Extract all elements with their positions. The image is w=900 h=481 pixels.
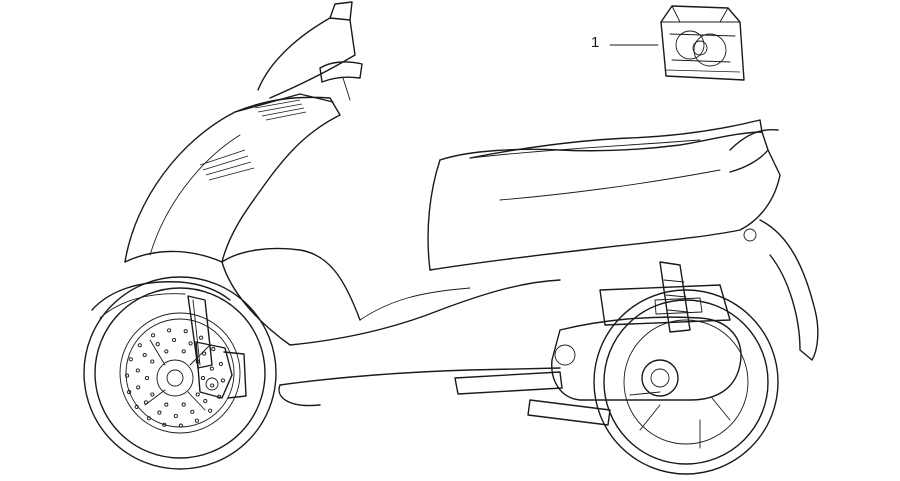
center-stand bbox=[454, 371, 611, 426]
rear-shock bbox=[659, 261, 691, 333]
disc-hole bbox=[220, 378, 225, 383]
front-shield bbox=[124, 93, 341, 346]
front-stripes bbox=[199, 99, 307, 181]
disc-hole bbox=[178, 423, 183, 428]
disc-hole bbox=[181, 349, 186, 354]
disc-hole bbox=[151, 333, 156, 338]
handlebar bbox=[257, 1, 363, 101]
front-fork bbox=[187, 295, 213, 369]
disc-hole bbox=[194, 418, 199, 423]
callout-number-1: 1 bbox=[591, 34, 600, 51]
disc-hole bbox=[162, 422, 167, 427]
disc-hole bbox=[135, 368, 140, 373]
disc-hole bbox=[208, 408, 213, 413]
front-fender bbox=[91, 281, 231, 319]
disc-hole bbox=[134, 404, 139, 409]
disc-hole bbox=[190, 409, 195, 414]
decal-kit-package[interactable] bbox=[660, 5, 745, 81]
disc-hole bbox=[172, 337, 177, 343]
disc-hole bbox=[218, 361, 223, 366]
disc-hole bbox=[142, 352, 147, 358]
seat bbox=[469, 119, 763, 159]
disc-hole bbox=[203, 398, 208, 404]
disc-hole bbox=[155, 342, 160, 347]
disc-hole bbox=[173, 413, 178, 419]
disc-hole bbox=[125, 373, 130, 378]
disc-hole bbox=[164, 402, 169, 407]
disc-hole bbox=[146, 416, 151, 421]
grab-rail bbox=[729, 128, 779, 151]
disc-hole bbox=[183, 329, 188, 334]
disc-hole bbox=[209, 366, 214, 371]
disc-hole bbox=[137, 343, 142, 348]
disc-hole bbox=[128, 357, 133, 362]
disc-hole bbox=[127, 390, 132, 395]
disc-hole bbox=[143, 400, 148, 405]
front-wheel bbox=[83, 276, 277, 470]
disc-hole bbox=[136, 385, 141, 390]
disc-hole bbox=[150, 359, 155, 364]
disc-hole bbox=[150, 392, 155, 397]
disc-hole bbox=[210, 383, 215, 388]
front-brake-disc bbox=[125, 328, 225, 428]
disc-hole bbox=[211, 347, 216, 352]
rear-fender bbox=[743, 219, 819, 361]
disc-hole bbox=[202, 351, 207, 356]
disc-hole bbox=[144, 375, 150, 381]
engine-cover bbox=[551, 316, 742, 401]
side-body-panel bbox=[427, 131, 781, 271]
disc-hole bbox=[200, 375, 206, 381]
disc-hole bbox=[157, 410, 162, 415]
disc-hole bbox=[181, 402, 186, 407]
front-brake-caliper bbox=[195, 341, 247, 399]
disc-hole bbox=[195, 392, 200, 397]
air-filter-box bbox=[599, 284, 731, 326]
disc-hole bbox=[164, 349, 169, 354]
disc-hole bbox=[199, 335, 204, 340]
floorboard bbox=[221, 247, 561, 407]
disc-hole bbox=[167, 328, 172, 333]
disc-hole bbox=[188, 341, 193, 346]
